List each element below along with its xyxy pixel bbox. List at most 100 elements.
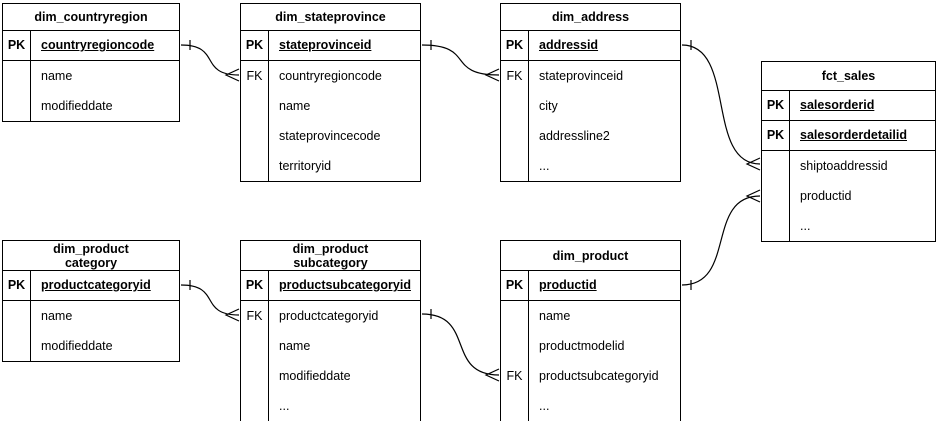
field-cell: ... bbox=[279, 398, 290, 413]
entity-row-productsubcategoryid: PK productsubcategoryid bbox=[241, 271, 420, 301]
entity-row-productcategoryid: FK productcategoryid bbox=[241, 301, 420, 331]
crow-foot-many-marker bbox=[484, 68, 500, 82]
entity-row-stateprovincecode: stateprovincecode bbox=[241, 121, 420, 151]
connector-productsubcategory-product[interactable] bbox=[421, 309, 500, 382]
entity-title: dim_product bbox=[501, 241, 680, 271]
key-cell-empty bbox=[241, 361, 269, 391]
entity-row-productmodelid: productmodelid bbox=[501, 331, 680, 361]
connector-address-sales[interactable] bbox=[681, 40, 761, 171]
entity-row-ellipsis: ... bbox=[241, 391, 420, 421]
entity-row-modifieddate: modifieddate bbox=[241, 361, 420, 391]
key-cell-empty bbox=[3, 61, 31, 91]
key-cell-pk: PK bbox=[762, 91, 790, 120]
key-cell-empty bbox=[501, 331, 529, 361]
key-cell-fk: FK bbox=[501, 61, 529, 91]
entity-row-addressline2: addressline2 bbox=[501, 121, 680, 151]
field-cell: productcategoryid bbox=[279, 308, 379, 323]
field-cell: name bbox=[279, 338, 311, 353]
entity-row-name: name bbox=[241, 91, 420, 121]
connector-line bbox=[681, 195, 761, 286]
connector-line bbox=[681, 44, 761, 165]
crow-foot-many-marker bbox=[745, 157, 761, 171]
field-cell: productid bbox=[539, 278, 597, 293]
entity-row-productid: PK productid bbox=[501, 271, 680, 301]
entity-row-territoryid: territoryid bbox=[241, 151, 420, 181]
field-cell: stateprovinceid bbox=[539, 68, 624, 83]
connector-countryregion-stateprovince[interactable] bbox=[180, 40, 240, 82]
key-cell-fk: FK bbox=[241, 301, 269, 331]
entity-title: dim_address bbox=[501, 4, 680, 31]
entity-title: fct_sales bbox=[762, 62, 935, 91]
crow-foot-many-marker bbox=[484, 368, 500, 382]
key-cell-empty bbox=[3, 331, 31, 361]
field-cell: name bbox=[279, 98, 311, 113]
key-cell-empty bbox=[241, 331, 269, 361]
field-cell: modifieddate bbox=[41, 338, 113, 353]
field-cell: ... bbox=[539, 158, 550, 173]
entity-title-line: dim_product bbox=[53, 241, 129, 256]
entity-row-productid: productid bbox=[762, 181, 935, 211]
field-cell: countryregioncode bbox=[41, 38, 155, 53]
entity-title-line: fct_sales bbox=[821, 69, 876, 83]
field-cell: territoryid bbox=[279, 158, 332, 173]
field-cell: name bbox=[41, 68, 73, 83]
entity-row-ellipsis: ... bbox=[501, 391, 680, 421]
field-cell: name bbox=[539, 308, 571, 323]
entity-row-city: city bbox=[501, 91, 680, 121]
key-cell-empty bbox=[762, 181, 790, 211]
entity-title-line: category bbox=[64, 255, 118, 270]
field-cell: productid bbox=[800, 188, 852, 203]
entity-title: dim_stateprovince bbox=[241, 4, 420, 31]
key-cell-empty bbox=[762, 151, 790, 181]
field-cell: shiptoaddressid bbox=[800, 158, 888, 173]
key-cell-empty bbox=[501, 121, 529, 151]
connector-productcategory-productsubcategory[interactable] bbox=[180, 280, 240, 322]
entity-title-line: dim_stateprovince bbox=[275, 10, 386, 24]
connector-line bbox=[421, 313, 500, 376]
key-cell-empty bbox=[241, 391, 269, 421]
key-cell-empty bbox=[241, 151, 269, 181]
crow-foot-many-marker bbox=[745, 189, 761, 203]
key-cell-pk: PK bbox=[241, 31, 269, 60]
key-cell-fk: FK bbox=[241, 61, 269, 91]
key-cell-pk: PK bbox=[241, 271, 269, 300]
entity-row-modifieddate: modifieddate bbox=[3, 331, 179, 361]
field-cell: productmodelid bbox=[539, 338, 625, 353]
key-cell-empty bbox=[501, 391, 529, 421]
crow-foot-many-marker bbox=[224, 68, 240, 82]
field-cell: modifieddate bbox=[279, 368, 351, 383]
entity-row-name: name bbox=[241, 331, 420, 361]
crow-foot-many-marker bbox=[224, 308, 240, 322]
entity-row-name: name bbox=[3, 61, 179, 91]
key-cell-empty bbox=[241, 91, 269, 121]
key-cell-pk: PK bbox=[501, 271, 529, 300]
entity-title-line: dim_product bbox=[292, 241, 369, 256]
entity-title-line: subcategory bbox=[293, 255, 368, 270]
key-cell-pk: PK bbox=[762, 121, 790, 150]
key-cell-empty bbox=[501, 301, 529, 331]
connector-product-sales[interactable] bbox=[681, 189, 761, 290]
entity-title-line: dim_product bbox=[552, 248, 629, 263]
entity-title-line: dim_address bbox=[551, 10, 630, 24]
field-cell: stateprovincecode bbox=[279, 128, 381, 143]
field-cell: productsubcategoryid bbox=[279, 278, 411, 293]
key-cell-empty bbox=[3, 91, 31, 121]
connector-line bbox=[421, 44, 500, 76]
connector-stateprovince-address[interactable] bbox=[421, 40, 500, 82]
key-cell-empty bbox=[3, 301, 31, 331]
